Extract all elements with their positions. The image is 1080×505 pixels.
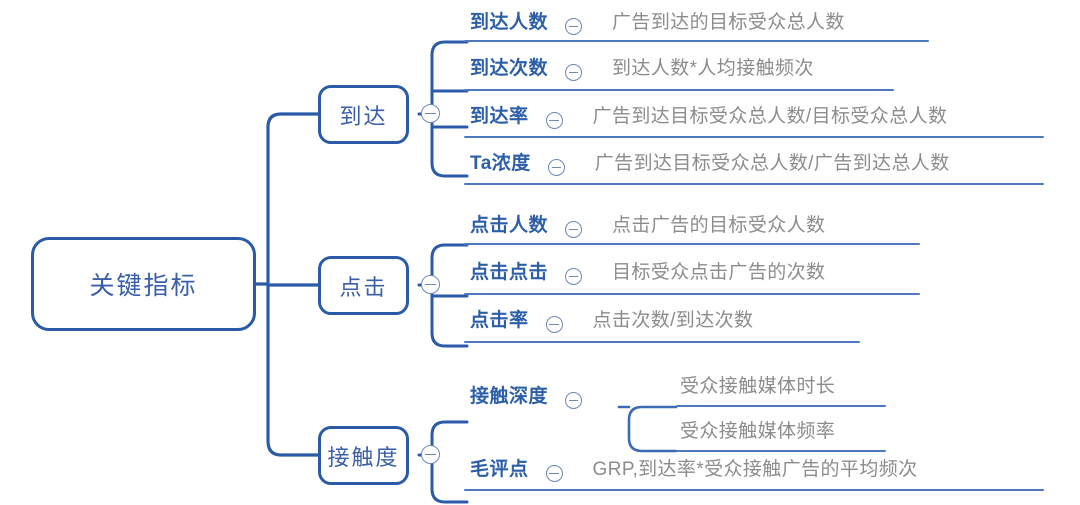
leaf-label: 毛评点 [470,459,529,480]
leaf-label: 点击点击 [470,262,549,283]
leaf-description: 目标受众点击广告的次数 [612,262,826,283]
leaf-row[interactable]: 点击率 点击次数/到达次数 [470,309,753,333]
leaf-row[interactable]: 点击点击 目标受众点击广告的次数 [470,261,825,285]
minus-circle-icon[interactable] [547,159,565,176]
collapse-minus-circle-icon-branch-2[interactable] [421,275,440,294]
leaf-description: 到达人数*人均接触频次 [612,58,814,79]
root-node-label: 关键指标 [89,272,198,300]
subleaf-row[interactable]: 受众接触媒体时长 [680,375,835,399]
branch-node-jiechudu[interactable]: 接触度 [318,426,409,485]
leaf-label: Ta浓度 [470,153,531,174]
leaf-row[interactable]: 毛评点 GRP,到达率*受众接触广告的平均频次 [470,458,918,482]
leaf-label: 点击人数 [470,215,549,236]
leaf-row[interactable]: 到达人数 广告到达的目标受众总人数 [470,11,845,35]
minus-circle-icon[interactable] [545,465,563,482]
leaf-description: GRP,到达率*受众接触广告的平均频次 [592,459,918,480]
leaf-row[interactable]: Ta浓度 广告到达目标受众总人数/广告到达总人数 [470,152,950,176]
minus-circle-icon[interactable] [565,221,583,238]
collapse-minus-circle-icon-branch-1[interactable] [421,104,440,123]
leaf-description: 广告到达目标受众总人数/目标受众总人数 [592,106,948,127]
leaf-underline [464,341,860,343]
leaf-underline [464,293,920,295]
minus-circle-icon[interactable] [545,316,563,333]
branch-node-label: 接触度 [327,444,400,470]
leaf-row[interactable]: 接触深度 [470,385,583,409]
minus-circle-icon[interactable] [565,268,583,285]
subleaf-underline [676,450,886,452]
branch-node-dada[interactable]: 到达 [318,85,409,144]
subleaf-label: 受众接触媒体时长 [680,376,836,397]
leaf-underline [464,40,929,42]
subleaf-row[interactable]: 受众接触媒体频率 [680,420,835,444]
subleaf-underline [676,405,886,407]
leaf-description: 广告到达的目标受众总人数 [612,12,845,33]
leaf-underline [464,243,920,245]
minus-circle-icon[interactable] [565,392,583,409]
collapse-minus-circle-icon-branch-3[interactable] [421,445,440,464]
leaf-row[interactable]: 到达率 广告到达目标受众总人数/目标受众总人数 [470,105,947,129]
leaf-label: 点击率 [470,310,529,331]
leaf-label: 到达次数 [470,58,549,79]
leaf-row[interactable]: 到达次数 到达人数*人均接触频次 [470,57,814,81]
leaf-description: 点击广告的目标受众人数 [612,215,826,236]
minus-circle-icon[interactable] [545,112,563,129]
leaf-description: 广告到达目标受众总人数/广告到达总人数 [594,153,950,174]
branch-node-label: 到达 [339,103,388,129]
minus-circle-icon[interactable] [565,18,583,35]
minus-circle-icon[interactable] [565,64,583,81]
leaf-row[interactable]: 点击人数 点击广告的目标受众人数 [470,214,825,238]
root-node[interactable]: 关键指标 [31,237,256,331]
leaf-underline [464,183,1044,185]
leaf-description: 点击次数/到达次数 [592,310,754,331]
branch-node-dianji[interactable]: 点击 [318,256,409,315]
subleaf-label: 受众接触媒体频率 [680,421,836,442]
leaf-label: 到达率 [470,106,529,127]
leaf-underline [464,89,894,91]
leaf-label: 接触深度 [470,386,549,407]
leaf-label: 到达人数 [470,12,549,33]
leaf-underline [464,489,1044,491]
branch-node-label: 点击 [339,274,388,300]
leaf-underline [464,136,1044,138]
